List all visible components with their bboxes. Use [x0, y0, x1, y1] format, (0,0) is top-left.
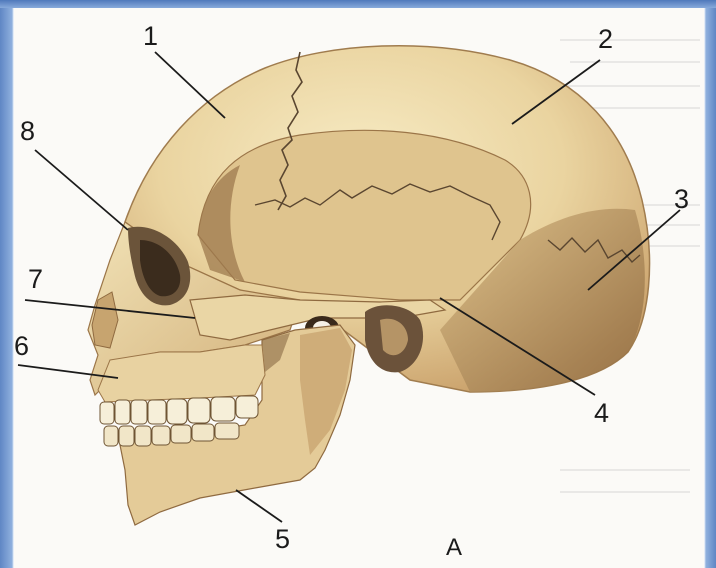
label-7: 7: [28, 264, 43, 294]
upper-teeth: [100, 396, 258, 424]
label-3: 3: [674, 184, 689, 214]
label-4: 4: [594, 398, 609, 428]
temporal-fossa: [198, 130, 531, 300]
leader-line-8: [35, 150, 128, 230]
figure-caption: A: [446, 534, 462, 561]
label-6: 6: [14, 331, 29, 361]
label-2: 2: [598, 24, 613, 54]
leader-line-5: [236, 490, 282, 522]
leader-line-1: [155, 52, 225, 118]
label-1: 1: [143, 21, 158, 51]
label-8: 8: [20, 116, 35, 146]
label-5: 5: [275, 524, 290, 554]
